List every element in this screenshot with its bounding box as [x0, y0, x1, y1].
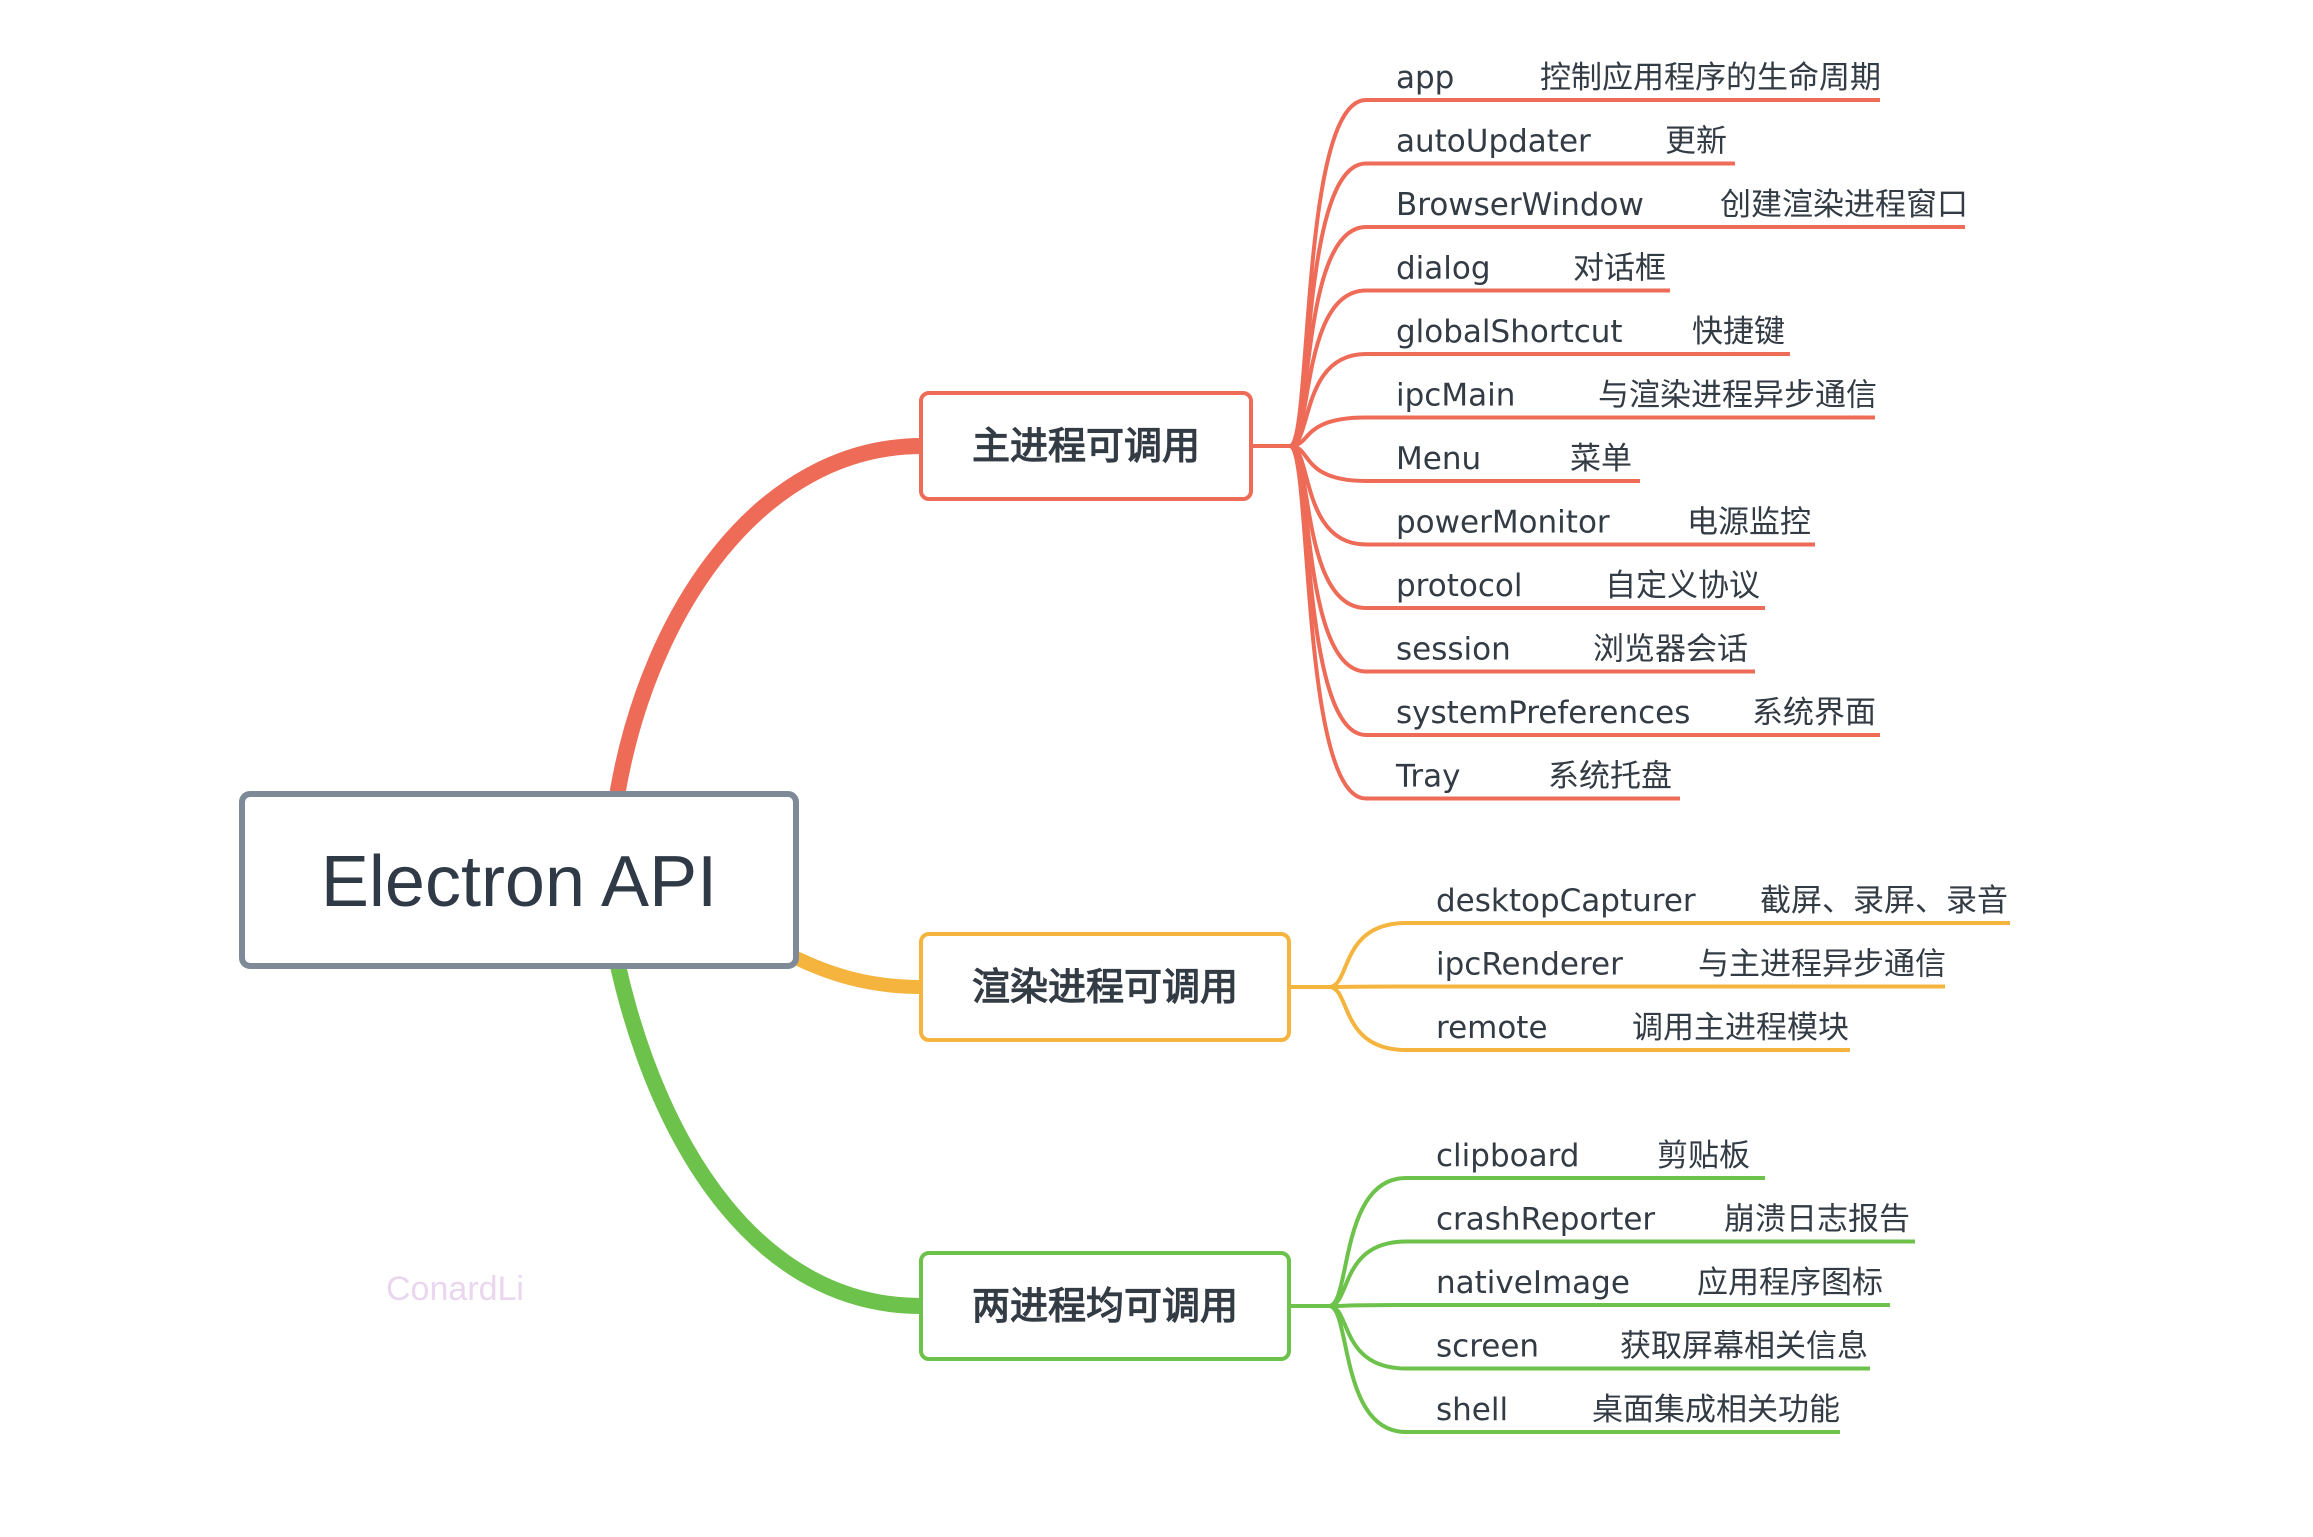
root-node-box[interactable]: [239, 791, 799, 969]
branch-label-both: 两进程均可调用: [972, 1284, 1238, 1328]
leaf-edge: [1328, 1176, 1765, 1308]
leaf-api-description: 系统界面: [1752, 695, 1876, 731]
leaf-api-description: 菜单: [1570, 441, 1632, 477]
leaf-edge: [1289, 415, 1875, 448]
leaf-edge: [1328, 1304, 1840, 1434]
leaf-api-description: 桌面集成相关功能: [1592, 1392, 1840, 1428]
leaf-api-description: 与渲染进程异步通信: [1598, 378, 1877, 414]
leaf-api-name[interactable]: session: [1396, 632, 1511, 668]
leaf-api-description: 与主进程异步通信: [1698, 947, 1946, 983]
leaf-api-description: 崩溃日志报告: [1724, 1202, 1910, 1238]
leaf-edge: [1289, 352, 1790, 448]
leaf-edge: [1288, 444, 1880, 737]
branch-node-renderer[interactable]: [919, 932, 1291, 1042]
leaf-api-name[interactable]: dialog: [1396, 251, 1491, 287]
leaf-api-name[interactable]: BrowserWindow: [1396, 187, 1644, 223]
trunk-edge-both: [610, 958, 929, 1314]
root-layer: Electron API: [239, 791, 799, 969]
leaf-api-description: 浏览器会话: [1593, 632, 1748, 668]
leaf-api-name[interactable]: globalShortcut: [1396, 314, 1623, 350]
leaf-api-name[interactable]: Menu: [1396, 441, 1481, 477]
leaf-api-name[interactable]: powerMonitor: [1396, 505, 1610, 541]
leaf-api-description: 截屏、录屏、录音: [1760, 883, 2008, 919]
leaf-api-description: 更新: [1665, 124, 1727, 160]
leaf-api-description: 对话框: [1573, 251, 1666, 287]
leaf-api-description: 控制应用程序的生命周期: [1540, 60, 1881, 96]
branch-label-main: 主进程可调用: [972, 424, 1200, 468]
leaf-api-name[interactable]: ipcMain: [1396, 378, 1515, 414]
leaf-api-description: 剪贴板: [1657, 1138, 1750, 1174]
trunk-edge-main: [610, 438, 929, 798]
leaf-api-name[interactable]: protocol: [1396, 568, 1522, 604]
trunk-edge-renderer: [783, 948, 928, 994]
leaf-api-name[interactable]: remote: [1436, 1010, 1548, 1046]
leaf-api-name[interactable]: desktopCapturer: [1436, 883, 1696, 919]
leaf-api-name[interactable]: screen: [1436, 1329, 1539, 1365]
leaf-api-description: 系统托盘: [1548, 759, 1672, 795]
edges-layer: [610, 98, 2010, 1434]
leaves-layer: app 控制应用程序的生命周期 autoUpdater 更新 BrowserWindow…: [1395, 60, 2008, 1428]
leaf-api-description: 快捷键: [1692, 314, 1785, 350]
leaf-edge: [1328, 984, 1945, 989]
leaf-api-name[interactable]: Tray: [1395, 759, 1460, 795]
leaf-api-description: 创建渲染进程窗口: [1720, 187, 1968, 223]
leaf-api-name[interactable]: clipboard: [1436, 1138, 1579, 1174]
leaf-api-description: 自定义协议: [1605, 568, 1760, 604]
watermark-text: ConardLi: [386, 1270, 524, 1308]
leaf-api-name[interactable]: autoUpdater: [1396, 124, 1591, 160]
leaf-api-name[interactable]: systemPreferences: [1396, 695, 1690, 731]
leaf-api-description: 调用主进程模块: [1632, 1010, 1849, 1046]
leaf-edge: [1328, 1303, 1890, 1308]
root-node-label: Electron API: [321, 842, 717, 922]
leaf-edge: [1288, 444, 1680, 801]
leaf-edge: [1328, 1239, 1915, 1308]
leaf-api-name[interactable]: ipcRenderer: [1436, 947, 1623, 983]
branch-node-main[interactable]: [919, 391, 1253, 501]
branch-node-both[interactable]: [919, 1251, 1291, 1361]
leaf-api-name[interactable]: nativeImage: [1436, 1265, 1630, 1301]
leaf-api-name[interactable]: shell: [1436, 1392, 1508, 1428]
leaf-api-description: 获取屏幕相关信息: [1620, 1329, 1868, 1365]
leaf-api-description: 电源监控: [1687, 505, 1811, 541]
branch-label-renderer: 渲染进程可调用: [972, 965, 1238, 1009]
leaf-api-name[interactable]: app: [1396, 60, 1454, 96]
leaf-edge: [1328, 985, 1850, 1052]
leaf-api-description: 应用程序图标: [1697, 1265, 1883, 1301]
leaf-edge: [1328, 921, 2010, 989]
leaf-api-name[interactable]: crashReporter: [1436, 1202, 1655, 1238]
